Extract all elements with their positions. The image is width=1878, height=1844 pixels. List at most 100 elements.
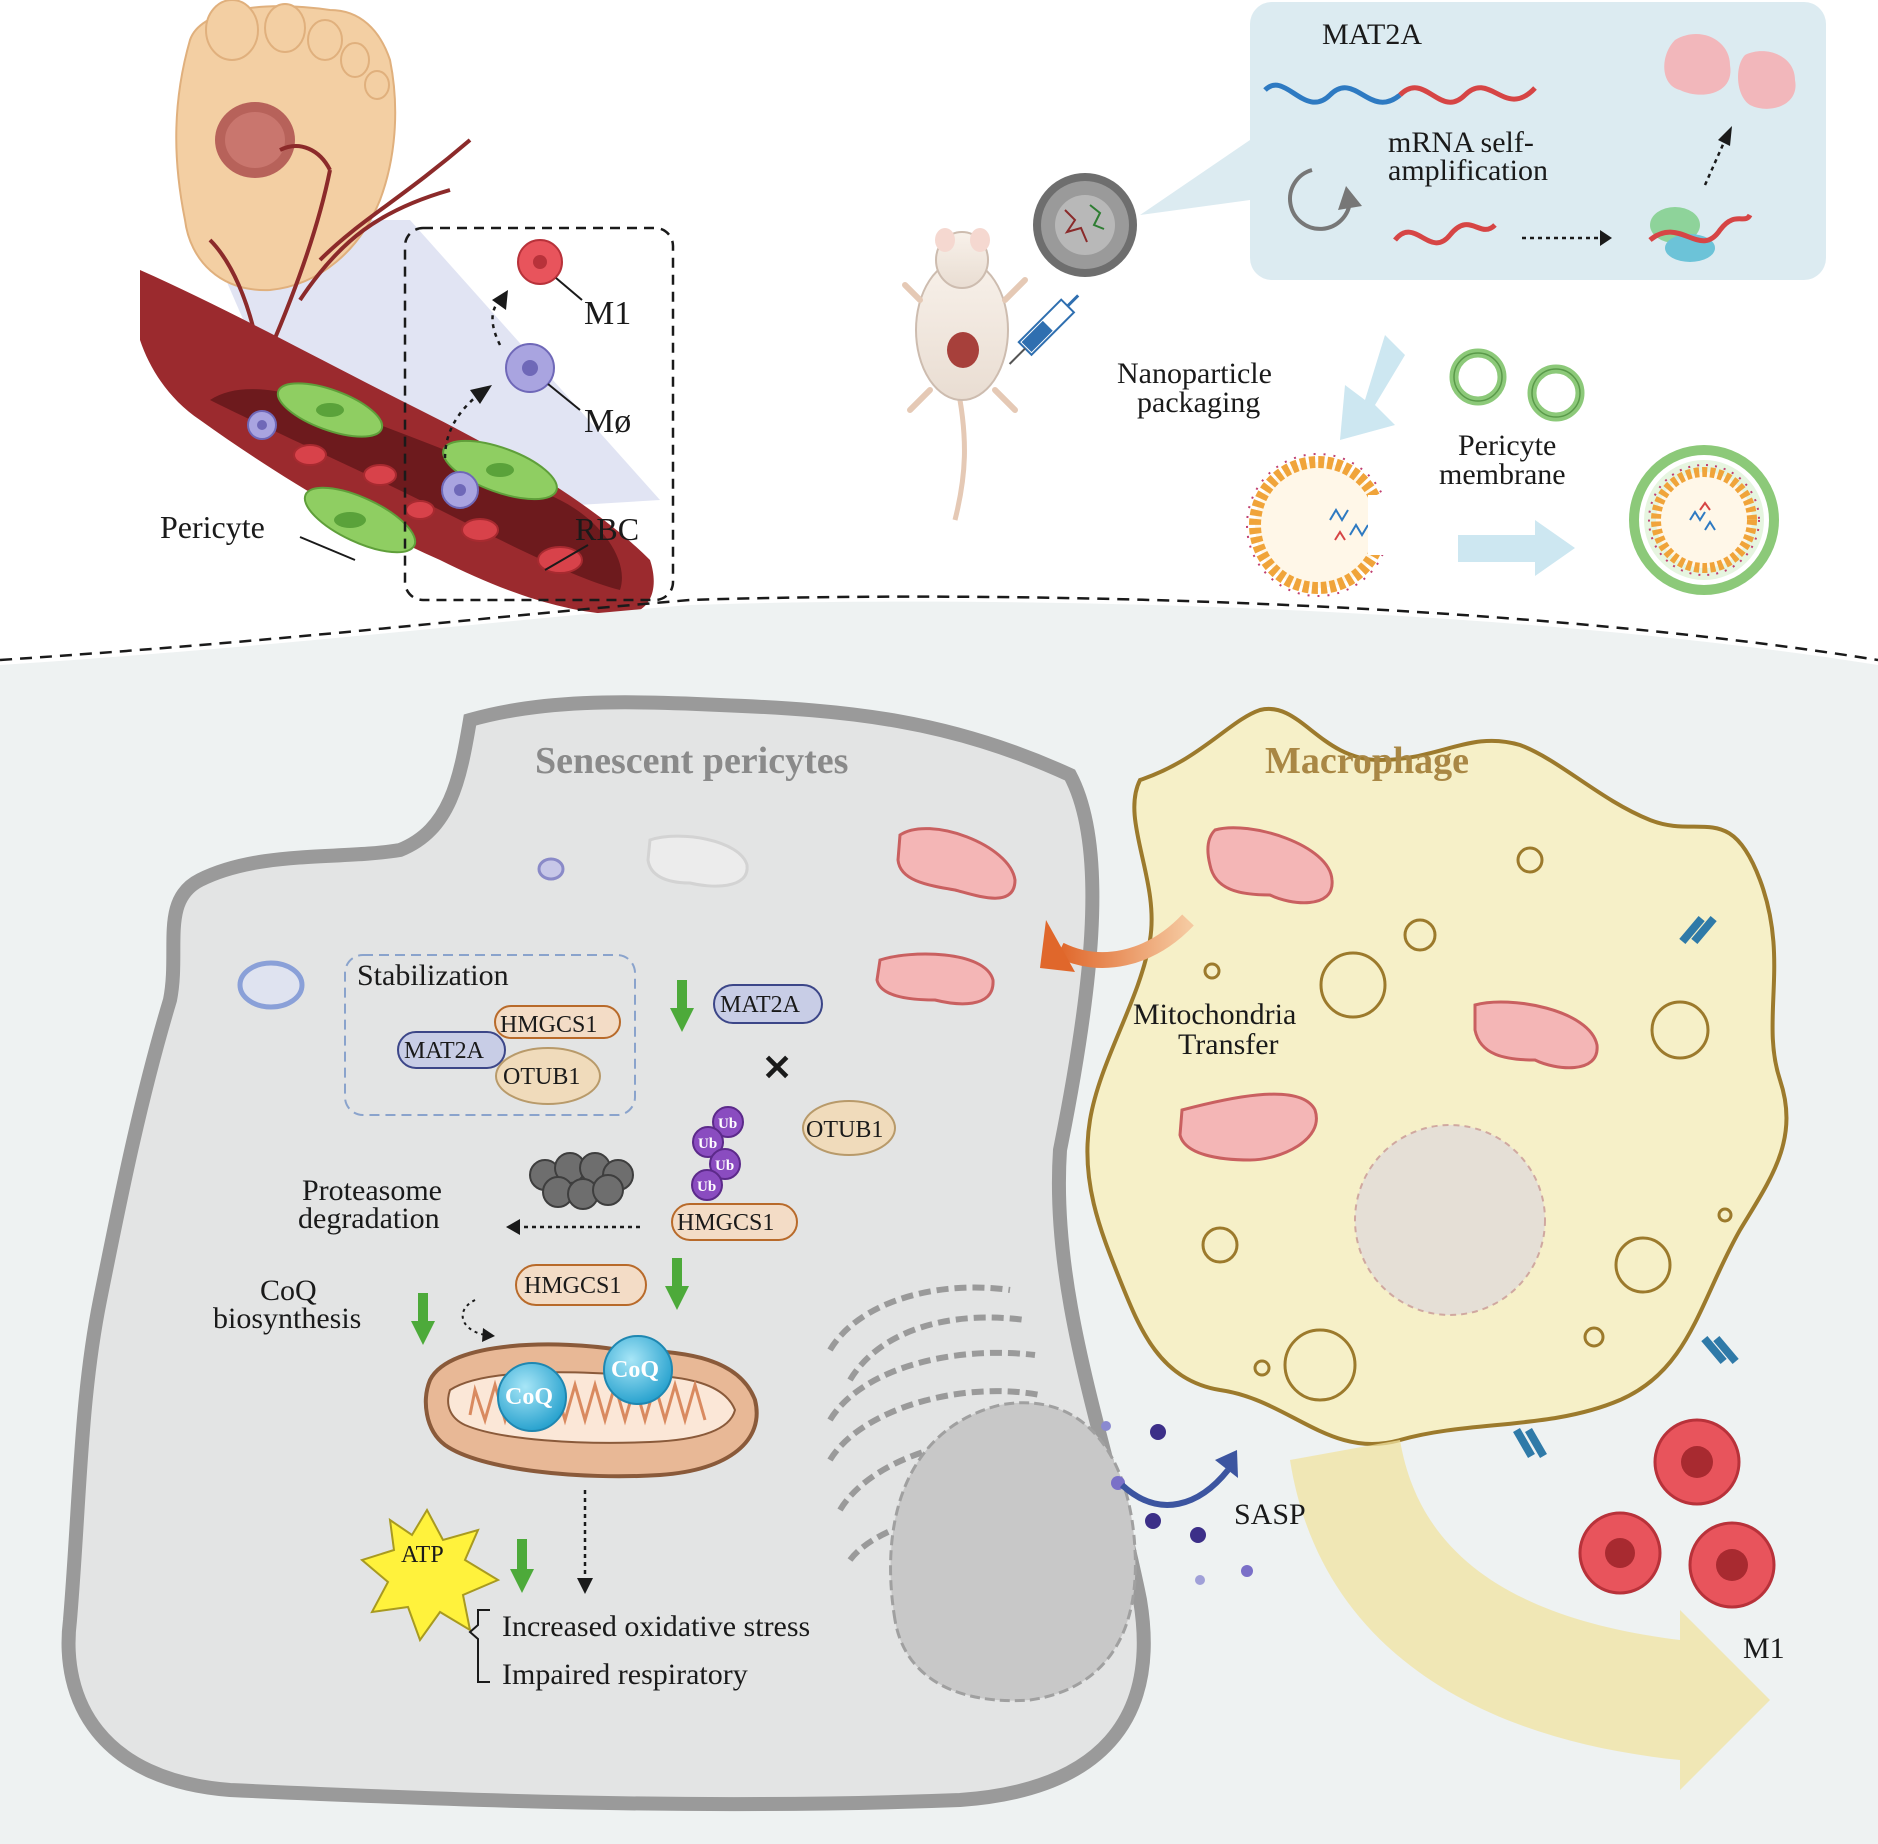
ulcer-core: [225, 112, 285, 168]
mrna-label-line1: mRNA self-: [1388, 126, 1534, 159]
mrna-label-line2: amplification: [1388, 154, 1548, 187]
mrna-panel: MAT2A mRNA self- amplification: [1140, 2, 1826, 280]
down-arrow: [665, 1258, 689, 1310]
down-arrow: [411, 1293, 435, 1345]
protein-blob: [1664, 34, 1731, 95]
endoplasmic-reticulum: [827, 1284, 1051, 1562]
mouse-ear: [970, 228, 990, 252]
m1-bottom-label: M1: [1743, 1632, 1785, 1665]
mo-cell: [505, 343, 581, 411]
arrowhead: [492, 290, 508, 310]
down-arrow: [670, 980, 694, 1032]
coq-molecule: [603, 1335, 673, 1405]
mrna-strand-blue: [1263, 82, 1402, 105]
mrna-strand-red: [1398, 85, 1537, 105]
toe: [340, 42, 370, 78]
coq-biosynthesis-line2: biosynthesis: [213, 1302, 361, 1335]
toe: [364, 70, 390, 100]
vessel-lumen: [210, 389, 622, 590]
section-divider: [0, 595, 1878, 662]
arrowhead: [1718, 126, 1732, 146]
transition-arrow: [443, 394, 479, 459]
otub1-free-oval: [802, 1100, 896, 1156]
coating-arrow: [1458, 520, 1575, 576]
mat2a-free-label: MAT2A: [720, 992, 801, 1018]
senescent-nucleus: [889, 1401, 1137, 1703]
syringe: [1008, 294, 1080, 365]
self-amplify-icon: [1288, 168, 1352, 231]
m1-label: M1: [584, 295, 631, 332]
red-blood-cells: [293, 444, 583, 574]
pericyte-label: Pericyte: [160, 509, 265, 545]
senescent-title: Senescent pericytes: [535, 740, 848, 782]
block-icon: ✕: [762, 1048, 792, 1088]
coq-label: CoQ: [611, 1357, 659, 1383]
coq-molecule: [497, 1362, 567, 1432]
arrowhead: [1600, 230, 1612, 246]
mito-transfer-arrow: [1056, 914, 1194, 968]
proteasome-line2: degradation: [298, 1202, 440, 1235]
mat2a-mrna-label: MAT2A: [1322, 18, 1422, 51]
hmgcs1-pill: [494, 1005, 621, 1039]
stabilization-label: Stabilization: [357, 959, 509, 992]
packaging-arrow: [1340, 335, 1405, 440]
ub-label: Ub: [715, 1158, 734, 1174]
proteasome: [529, 1152, 634, 1210]
mouse-model: [902, 228, 1080, 521]
otub1-label: OTUB1: [503, 1064, 580, 1090]
arrowhead: [470, 385, 492, 404]
toe: [307, 19, 343, 61]
macrophage-cells: [247, 410, 479, 509]
ubiquitin-chain: Ub Ub Ub Ub: [691, 1106, 744, 1201]
ub-label: Ub: [698, 1136, 717, 1152]
mrna-on-ribosome: [1648, 213, 1753, 244]
receptors: [1513, 915, 1739, 1458]
proteasome-line1: Proteasome: [302, 1174, 442, 1207]
sasp-arrow: [1119, 1468, 1231, 1508]
hmgcs1-remaining-pill: [515, 1264, 647, 1306]
m1-cells: [1578, 1418, 1776, 1609]
down-arrow: [510, 1539, 534, 1593]
mrna-copy: [1393, 222, 1497, 246]
protein-arrow: [1703, 139, 1727, 186]
hmgcs1-remaining-label: HMGCS1: [524, 1273, 621, 1299]
respiratory-label: Impaired respiratory: [502, 1658, 748, 1691]
pericyte-cells: [276, 382, 558, 554]
zoom-box: [403, 226, 675, 602]
senescent-mitochondria: [237, 827, 1017, 1010]
otub1-oval: [495, 1047, 601, 1105]
membrane-label-line2: membrane: [1439, 458, 1566, 491]
coq-label: CoQ: [505, 1384, 553, 1410]
arrowhead: [1215, 1450, 1238, 1478]
toe: [264, 3, 306, 53]
macrophage-nucleus: [1354, 1124, 1546, 1316]
lipid-nanoparticle: [1246, 453, 1393, 597]
toe: [205, 0, 259, 61]
protein-blob: [1738, 51, 1796, 109]
sasp-label: SASP: [1234, 1498, 1306, 1531]
mouse-ear: [935, 228, 955, 252]
nano-label-line1: Nanoparticle: [1117, 357, 1272, 390]
mito-transfer-line1: Mitochondria: [1133, 998, 1296, 1031]
pericyte-leader: [299, 536, 356, 561]
mat2a-free-pill: [713, 984, 823, 1024]
mat2a-pill: [397, 1031, 506, 1069]
otub1-free-label: OTUB1: [806, 1117, 883, 1143]
hmgcs1-label: HMGCS1: [500, 1012, 597, 1038]
stabilization-box: [344, 954, 636, 1116]
coq-biosynthesis-line1: CoQ: [260, 1274, 317, 1307]
mouse-wound: [947, 332, 979, 368]
membrane-label-line1: Pericyte: [1458, 429, 1556, 462]
callout-wedge: [1140, 140, 1250, 215]
ub-label: Ub: [697, 1179, 716, 1195]
lnp-gap: [1368, 495, 1393, 555]
coated-nanoparticle: [1629, 445, 1779, 595]
oxidative-label: Increased oxidative stress: [502, 1610, 810, 1643]
arrowhead: [1040, 920, 1075, 972]
macrophage-vesicles: [1201, 846, 1733, 1402]
senescent-mitochondrion: CoQ CoQ: [423, 1335, 759, 1479]
outcome-bracket: [468, 1609, 490, 1683]
rbc-leader: [544, 544, 589, 571]
hmgcs1-ub-pill: [671, 1203, 798, 1241]
